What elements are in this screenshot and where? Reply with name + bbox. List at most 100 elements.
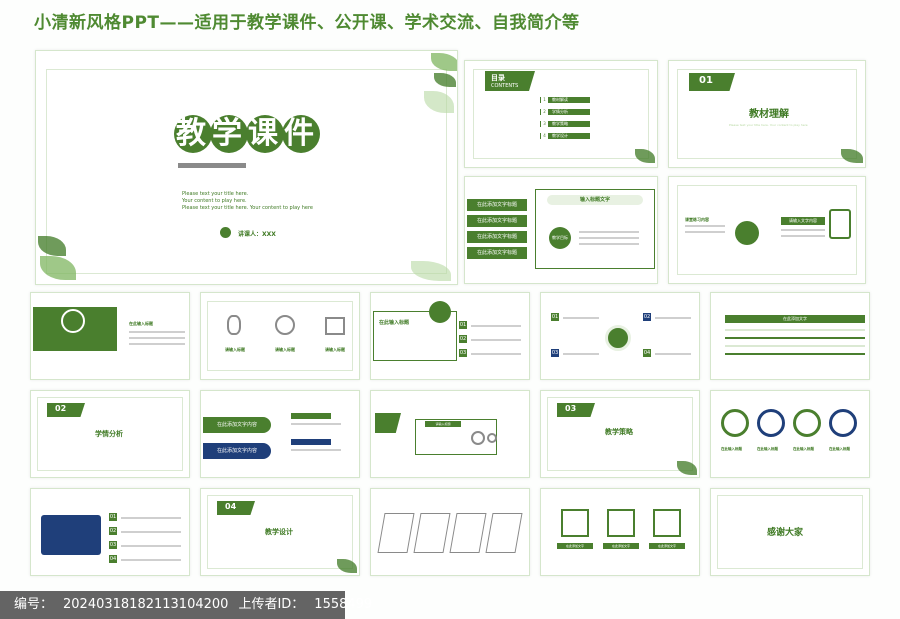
number-badge: 01 [109, 513, 117, 521]
table-row [725, 329, 865, 331]
slide-frame [207, 495, 353, 569]
text-placeholder [781, 229, 825, 231]
section-title: 教材理解 [749, 109, 789, 120]
list-item[interactable]: 在此添加文字内容 [203, 417, 271, 433]
list-item[interactable]: 在此添加文字内容 [203, 443, 271, 459]
refresh-icon [275, 315, 295, 335]
title-subtext: Please text your title here. Your conten… [182, 191, 313, 212]
number-badge: 02 [643, 313, 651, 321]
leaf-decoration [424, 91, 454, 113]
document-icon [61, 309, 85, 333]
slide-frame [547, 397, 693, 471]
text-placeholder [121, 517, 181, 519]
subtext-line: Please text your title here. Your conten… [182, 205, 313, 211]
step-label: 在此输入标题 [757, 447, 778, 451]
title-char: 课 [246, 115, 284, 153]
chart-icon [735, 221, 759, 245]
slide-thumb[interactable]: 在此输入标题 01 02 03 [370, 292, 530, 380]
clipboard-label: 请输入文字内容 [781, 217, 825, 225]
text-placeholder [781, 235, 825, 237]
list-item[interactable]: 在此添加文字标题 [467, 199, 527, 211]
card-outline [485, 513, 523, 553]
slide-frame [677, 185, 857, 275]
slide-thumb[interactable]: 在此输入标题 在此输入标题 在此输入标题 在此输入标题 [710, 390, 870, 478]
text-placeholder [291, 423, 341, 425]
text-placeholder [129, 343, 185, 345]
slide-thanks[interactable]: 感谢大家 [710, 488, 870, 576]
page-title: 教学课件 [174, 115, 324, 155]
slide-input[interactable]: 输入标题文字 在此添加文字标题 在此添加文字标题 在此添加文字标题 在此添加文字… [464, 176, 658, 284]
slide-thumb[interactable]: 在此输入标题 [30, 292, 190, 380]
slide-thumb[interactable]: 01 03 02 04 [540, 292, 700, 380]
leaf-decoration [677, 461, 697, 475]
row-title: 在此输入标题 [129, 321, 153, 326]
section-number: 04 [217, 501, 255, 515]
icon-label: 在此添加文字 [557, 543, 593, 549]
step-circle [757, 409, 785, 437]
subtext-line: Your content to play here. [182, 198, 247, 204]
lecturer-label: 讲课人：XXX [238, 231, 276, 238]
chat-icon [375, 413, 401, 433]
toc-tag: 目录 CONTENTS [485, 71, 535, 91]
slide-frame [717, 495, 863, 569]
card-outline [377, 513, 415, 553]
leaf-decoration [38, 236, 66, 256]
section-number: 02 [47, 403, 85, 417]
table-row [725, 345, 865, 347]
list-item[interactable]: 在此添加文字标题 [467, 215, 527, 227]
number-badge: 03 [109, 541, 117, 549]
slide-clipboard[interactable]: 课堂练习内容 请输入文字内容 [668, 176, 866, 284]
text-placeholder [655, 353, 691, 355]
slide-title[interactable]: 教学课件 Please text your title here. Your c… [35, 50, 458, 285]
number-badge: 03 [551, 349, 559, 357]
slide-section-1[interactable]: 01 教材理解 Please text your title here. You… [668, 60, 866, 168]
slide-thumb[interactable]: 请输入标题 [370, 390, 530, 478]
slide-thumb[interactable]: 请输入标题 请输入标题 请输入标题 [200, 292, 360, 380]
banner-title: 小清新风格PPT——适用于教学课件、公开课、学术交流、自我简介等 [34, 13, 580, 33]
section-number: 01 [689, 73, 735, 91]
slide-thumb[interactable]: 在此添加文字 在此添加文字 在此添加文字 [540, 488, 700, 576]
text-placeholder [579, 231, 639, 233]
title-char: 教 [174, 115, 212, 153]
leaf-decoration [635, 149, 655, 163]
uploader-value: 1558499 [314, 597, 373, 612]
table-header: 在此添加文字 [725, 315, 865, 323]
text-placeholder [563, 317, 599, 319]
step-circle [721, 409, 749, 437]
monitor-icon [41, 515, 101, 555]
text-placeholder [655, 317, 691, 319]
step-circle [829, 409, 857, 437]
row-title: 在此输入标题 [379, 320, 410, 326]
label-bar [291, 413, 331, 419]
number-badge: 01 [551, 313, 559, 321]
toc-title: 目录 [491, 74, 505, 82]
text-placeholder [121, 531, 181, 533]
slide-thumb[interactable] [370, 488, 530, 576]
slide-frame [207, 301, 353, 371]
slide-thumb[interactable]: 01 02 03 04 [30, 488, 190, 576]
slide-section-2[interactable]: 02 学情分析 [30, 390, 190, 478]
section-number: 03 [557, 403, 595, 417]
leaf-decoration [431, 53, 457, 71]
subtext-line: Please text your title here. [182, 191, 249, 197]
slide-section-4[interactable]: 04 教学设计 [200, 488, 360, 576]
slide-thumb[interactable]: 在此添加文字 [710, 292, 870, 380]
step-label: 在此输入标题 [793, 447, 814, 451]
slide-thumb[interactable]: 在此添加文字内容 在此添加文字内容 [200, 390, 360, 478]
runner-icon [227, 315, 241, 335]
text-placeholder [563, 353, 599, 355]
list-item[interactable]: 在此添加文字标题 [467, 231, 527, 243]
slide-frame [677, 69, 857, 159]
text-placeholder [121, 545, 181, 547]
slide-frame [46, 69, 447, 274]
list-item[interactable]: 在此添加文字标题 [467, 247, 527, 259]
icon-label: 请输入标题 [325, 347, 345, 352]
card-outline [449, 513, 487, 553]
slide-section-3[interactable]: 03 教学策略 [540, 390, 700, 478]
uploader-label: 上传者ID： [238, 597, 305, 612]
